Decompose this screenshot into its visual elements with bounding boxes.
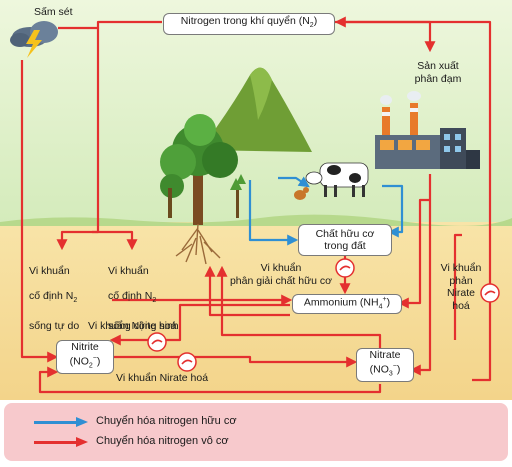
factory-icon — [375, 91, 480, 169]
bacteria-icon-denitrifying — [480, 283, 500, 303]
bacteria-icon-decomposer — [335, 258, 355, 278]
nitrate-formula: (NO3−) — [369, 363, 401, 378]
mountain — [200, 67, 312, 152]
legend-organic-label: Chuyển hóa nitrogen hữu cơ — [96, 415, 237, 427]
nitrate-title: Nitrate — [369, 348, 401, 361]
legend-inorganic-label: Chuyển hóa nitrogen vô cơ — [96, 435, 229, 447]
nitrite-title: Nitrite — [71, 340, 99, 353]
ammonium-text: Ammonium (NH4+) — [303, 295, 391, 311]
chicken-icon — [294, 184, 309, 200]
legend-inorganic-line — [34, 441, 80, 444]
legend-inorganic-arrowhead — [76, 437, 88, 447]
cow-icon — [305, 162, 369, 197]
bacteria-icon-nitrite — [147, 332, 167, 352]
legend: Chuyển hóa nitrogen hữu cơ Chuyển hóa ni… — [4, 403, 508, 461]
organic-matter-box: Chất hữu cơ trong đất — [298, 224, 392, 256]
denitrifying-bacteria-label: Vi khuẩn phản Nirate hoá — [440, 262, 482, 312]
decomposer-bacteria-label: Vi khuẩn phân giải chất hữu cơ — [229, 262, 333, 287]
ammonium-box: Ammonium (NH4+) — [292, 294, 402, 314]
grass-line — [0, 214, 512, 226]
fertilizer-production-label: Sản xuất phân đạm — [414, 60, 462, 85]
symbiotic-fixing-bacteria-label: Vi khuẩn cố định N2 sống cộng sinh — [108, 264, 179, 332]
nitrate-forming-bacteria-label: Vi khuẩn Nirate hoá — [116, 372, 209, 384]
free-living-fixing-bacteria-label: Vi khuẩn cố định N2 sống tự do — [29, 264, 80, 332]
atmosphere-text: Nitrogen trong khí quyển (N2) — [180, 15, 318, 30]
legend-organic-arrowhead — [76, 417, 88, 427]
atmosphere-nitrogen-box: Nitrogen trong khí quyển (N2) — [163, 13, 335, 35]
legend-organic-line — [34, 421, 80, 424]
organic-arrows — [248, 176, 404, 246]
tree-icon — [160, 114, 246, 225]
bacteria-icon-nitrate — [177, 352, 197, 372]
nitrate-box: Nitrate (NO3−) — [356, 348, 414, 382]
storm-cloud-icon — [10, 21, 58, 58]
nitrite-box: Nitrite (NO2−) — [56, 340, 114, 374]
nitrite-formula: (NO2−) — [69, 355, 101, 370]
nitrite-forming-bacteria-label: Vi khuẩn Nirite hoá — [88, 320, 177, 332]
roots-icon — [175, 223, 221, 265]
lightning-label: Sấm sét — [34, 6, 73, 18]
